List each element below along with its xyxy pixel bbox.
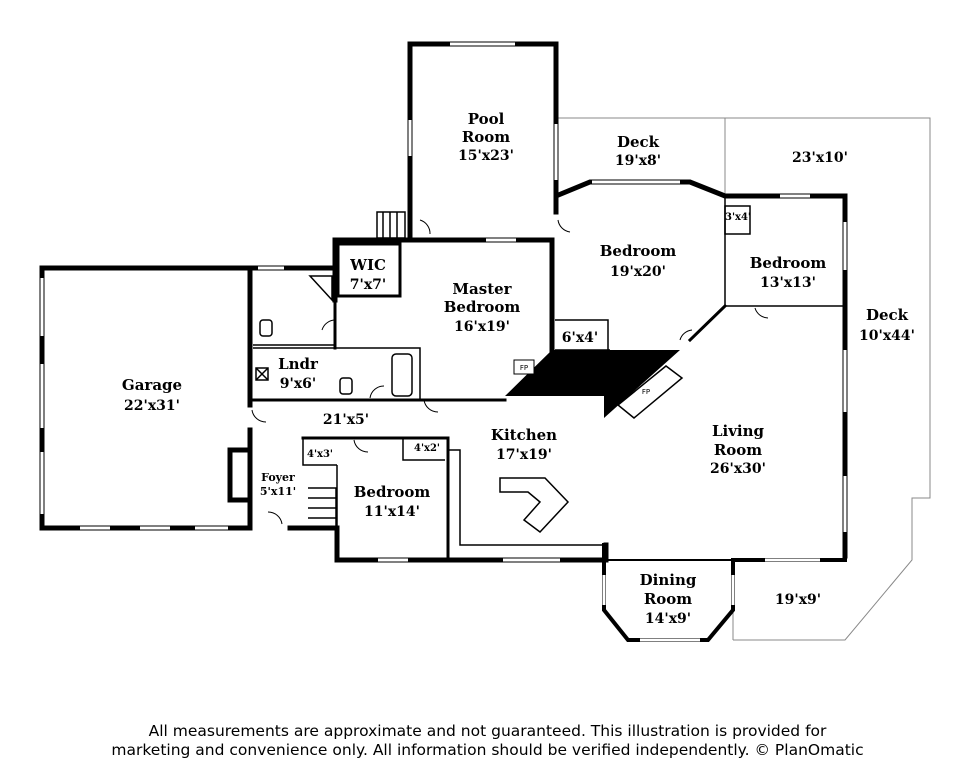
disclaimer-line-1: All measurements are approximate and not…	[148, 722, 827, 740]
pool-room-dims: 15'x23'	[458, 148, 514, 164]
foyer-dims: 5'x11'	[260, 485, 296, 498]
stairs-pool	[376, 211, 406, 239]
living-dims: 26'x30'	[710, 461, 766, 477]
master-name-2: Bedroom	[444, 298, 521, 316]
bedroom-center-name: Bedroom	[600, 242, 677, 260]
kitchen-island	[499, 477, 570, 534]
hall-dims: 21'x5'	[323, 412, 369, 428]
laundry-name: Lndr	[278, 355, 319, 373]
fireplace-right	[616, 365, 684, 419]
bedroom-center-dims: 19'x20'	[610, 264, 666, 280]
foyer-name: Foyer	[261, 471, 295, 484]
laundry-dims: 9'x6'	[280, 376, 316, 392]
wic-name: WIC	[349, 256, 386, 274]
deck-right-dims: 10'x44'	[859, 328, 915, 344]
door-swings	[251, 219, 769, 525]
fireplace-left	[513, 359, 535, 375]
stairs-foyer	[308, 487, 337, 529]
bedroom-lower-dims: 11'x14'	[364, 504, 420, 520]
pool-room-name-1: Pool	[468, 110, 505, 128]
master-dims: 16'x19'	[454, 319, 510, 335]
deck-bottom-right-dims: 19'x9'	[775, 592, 821, 608]
wic-dims: 7'x7'	[350, 277, 386, 293]
master-name-1: Master	[452, 280, 512, 298]
living-name-2: Room	[714, 441, 762, 459]
closet-4x2-dims: 4'x2'	[414, 443, 440, 454]
bedroom-right-name: Bedroom	[750, 254, 827, 272]
deck-right-name: Deck	[866, 306, 909, 324]
kitchen-name: Kitchen	[491, 426, 557, 444]
dining-dims: 14'x9'	[645, 611, 691, 627]
pool-room-name-2: Room	[462, 128, 510, 146]
disclaimer: All measurements are approximate and not…	[0, 722, 975, 760]
fireplace-left-label: FP	[520, 364, 528, 372]
living-name-1: Living	[712, 422, 765, 440]
pool-room-walls	[407, 41, 559, 241]
deck-top-name: Deck	[617, 133, 660, 151]
garage-name: Garage	[122, 376, 182, 394]
garage-walls	[39, 265, 338, 531]
closet-6x4-dims: 6'x4'	[562, 330, 598, 346]
disclaimer-line-2: marketing and convenience only. All info…	[111, 741, 864, 759]
fireplace-hearth	[505, 350, 680, 418]
bedroom-center-walls	[553, 179, 848, 559]
bath-laundry	[253, 275, 421, 400]
closet-3x4-dims: 3'x4'	[725, 212, 751, 223]
dining-name-2: Room	[644, 590, 692, 608]
dining-name-1: Dining	[640, 571, 697, 589]
deck-top-right-dims: 23'x10'	[792, 150, 848, 166]
garage-dims: 22'x31'	[124, 398, 180, 414]
closet-4x3-dims: 4'x3'	[307, 449, 333, 460]
fireplace-right-label: FP	[642, 388, 650, 396]
dining-walls	[602, 543, 847, 642]
bedroom-right-dims: 13'x13'	[760, 275, 816, 291]
kitchen-dims: 17'x19'	[496, 447, 552, 463]
deck-top-dims: 19'x8'	[615, 153, 661, 169]
bedroom-lower-name: Bedroom	[354, 483, 431, 501]
